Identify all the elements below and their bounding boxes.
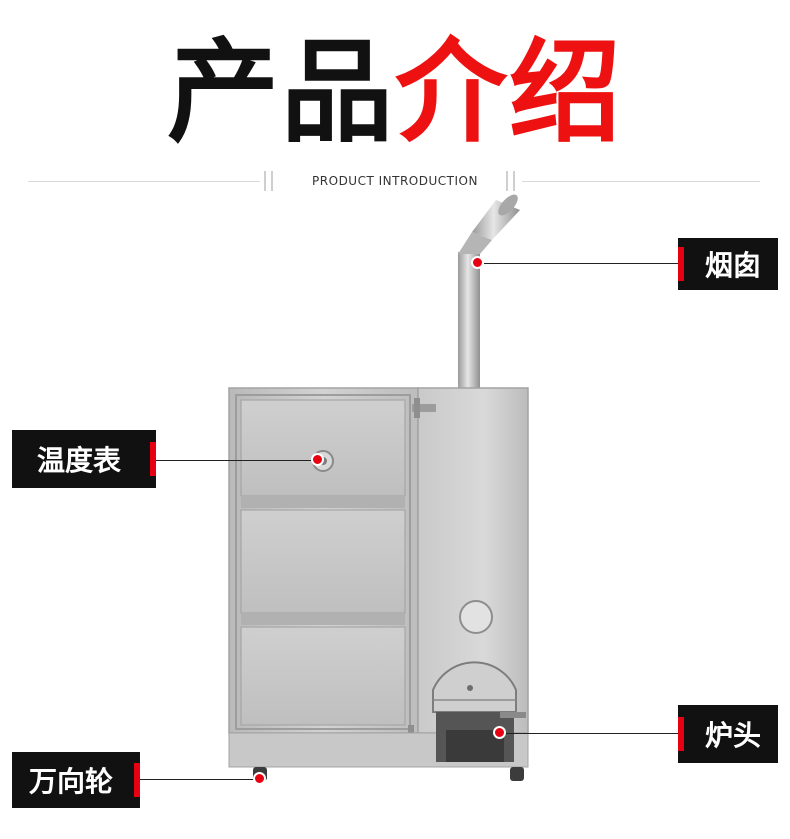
burner-label-text: 炉头 [704, 719, 761, 752]
shelf-rail [241, 496, 405, 508]
chimney-label: 烟囱 [678, 238, 778, 290]
upper-panel [240, 399, 406, 497]
door-latch-pin [414, 398, 420, 418]
middle-panel [240, 509, 406, 614]
caster-wheel-right [510, 767, 524, 781]
divider-tick [264, 171, 266, 191]
label-accent-bar [150, 442, 156, 476]
burner-label: 炉头 [678, 705, 778, 763]
chimney-leader-line [484, 263, 678, 264]
caster-leader-line [140, 779, 258, 780]
chimney [458, 194, 520, 390]
burner-marker-dot [493, 726, 506, 739]
oven-body [228, 387, 529, 781]
divider-tick [271, 171, 273, 191]
burner-leader-line [502, 733, 678, 734]
divider-tick [506, 171, 508, 191]
chimney-elbow [458, 232, 492, 254]
chimney-opening [498, 194, 518, 216]
label-accent-bar [134, 763, 140, 797]
door-latch [412, 404, 436, 412]
caster-marker-dot [253, 772, 266, 785]
thermometer-label-text: 温度表 [36, 444, 121, 477]
label-accent-bar [678, 247, 684, 281]
title-part-black: 产品 [167, 28, 395, 158]
divider-right-line [522, 181, 760, 182]
page-subtitle: PRODUCT INTRODUCTION [312, 174, 478, 188]
divider-tick [513, 171, 515, 191]
chimney-marker-dot [471, 256, 484, 269]
thermometer-leader-line [156, 460, 316, 461]
lower-panel [240, 626, 406, 726]
burner-handle [500, 712, 526, 718]
caster-label-text: 万向轮 [28, 765, 113, 798]
caster-label: 万向轮 [12, 752, 140, 808]
chimney-label-text: 烟囱 [704, 249, 761, 282]
title-part-red: 介绍 [395, 28, 623, 158]
page-title: 产品介绍 [0, 28, 790, 158]
thermometer-label: 温度表 [12, 430, 156, 488]
shelf-rail [241, 613, 405, 625]
vent-hole [459, 600, 493, 634]
label-accent-bar [678, 717, 684, 751]
burner-door-knob [467, 685, 473, 691]
door-frame [235, 394, 411, 730]
chimney-pipe [458, 252, 480, 390]
divider-left-line [28, 181, 260, 182]
thermometer-marker-dot [311, 453, 324, 466]
